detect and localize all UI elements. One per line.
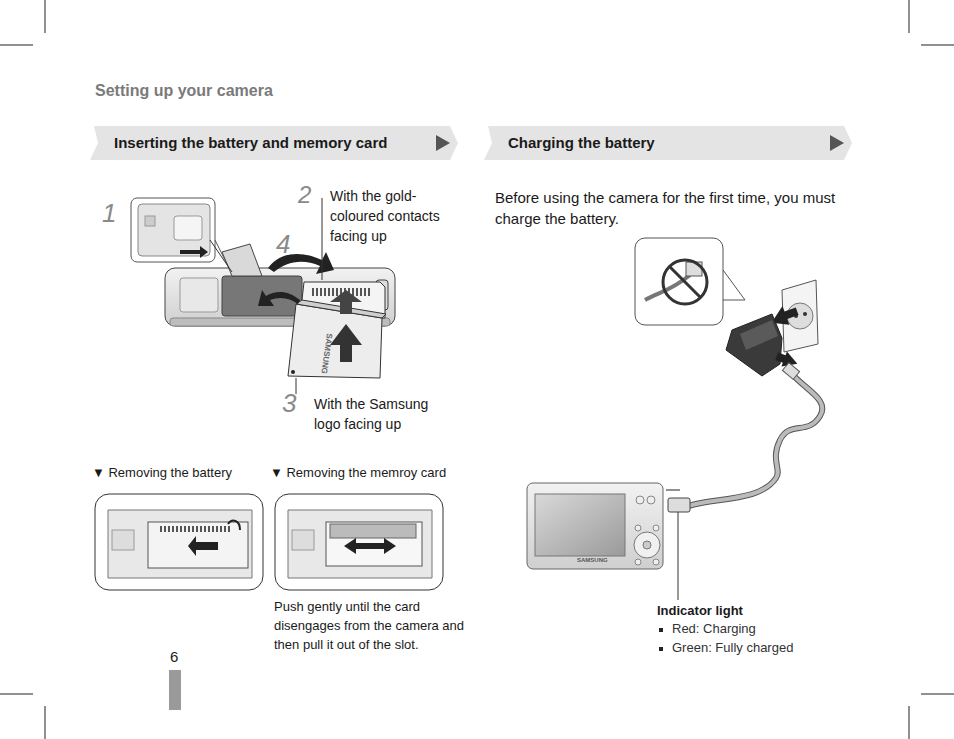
section-heading: Inserting the battery and memory card [114, 134, 387, 151]
step-number: 2 [298, 181, 311, 209]
instruction-note: Push gently until the card disengages fr… [274, 597, 466, 654]
indicator-title: Indicator light [657, 604, 743, 619]
band-arrow [830, 135, 844, 151]
section-band: Charging the battery [484, 126, 852, 160]
removing-battery-figure [95, 494, 263, 590]
battery-cover-inset [131, 198, 228, 266]
bullet [659, 628, 663, 632]
band-fill [484, 126, 852, 160]
bullet [659, 647, 663, 651]
indicator-state: Red: Charging [672, 622, 756, 637]
step-number: 1 [102, 199, 116, 229]
section-band: Inserting the battery and memory card [90, 126, 458, 160]
intro-text: Before using the camera for the first ti… [495, 187, 857, 229]
charger [726, 280, 818, 376]
band-arrow [436, 135, 450, 151]
subsection-title: ▼ Removing the memroy card [270, 466, 446, 481]
page-number: 6 [170, 648, 178, 665]
subsection-title: ▼ Removing the battery [92, 466, 232, 481]
no-pull-inset [635, 238, 745, 325]
removing-card-figure [275, 494, 443, 590]
page-heading: Setting up your camera [95, 82, 273, 100]
leader-lines [210, 198, 678, 600]
camera-back [527, 483, 663, 569]
step-number: 3 [282, 389, 296, 419]
band-fill [90, 126, 458, 160]
usb-cable [666, 363, 822, 512]
instruction-note: With the Samsung logo facing up [314, 394, 446, 434]
direction-arrows [258, 252, 362, 362]
step-number: 4 [276, 230, 290, 260]
camera-logo: SAMSUNG [577, 557, 608, 564]
section-heading: Charging the battery [508, 134, 655, 151]
camera-bottom [165, 244, 395, 378]
page-bar [169, 670, 181, 710]
indicator-state: Green: Fully charged [672, 641, 793, 656]
instruction-note: With the gold- coloured contacts facing … [330, 186, 454, 246]
